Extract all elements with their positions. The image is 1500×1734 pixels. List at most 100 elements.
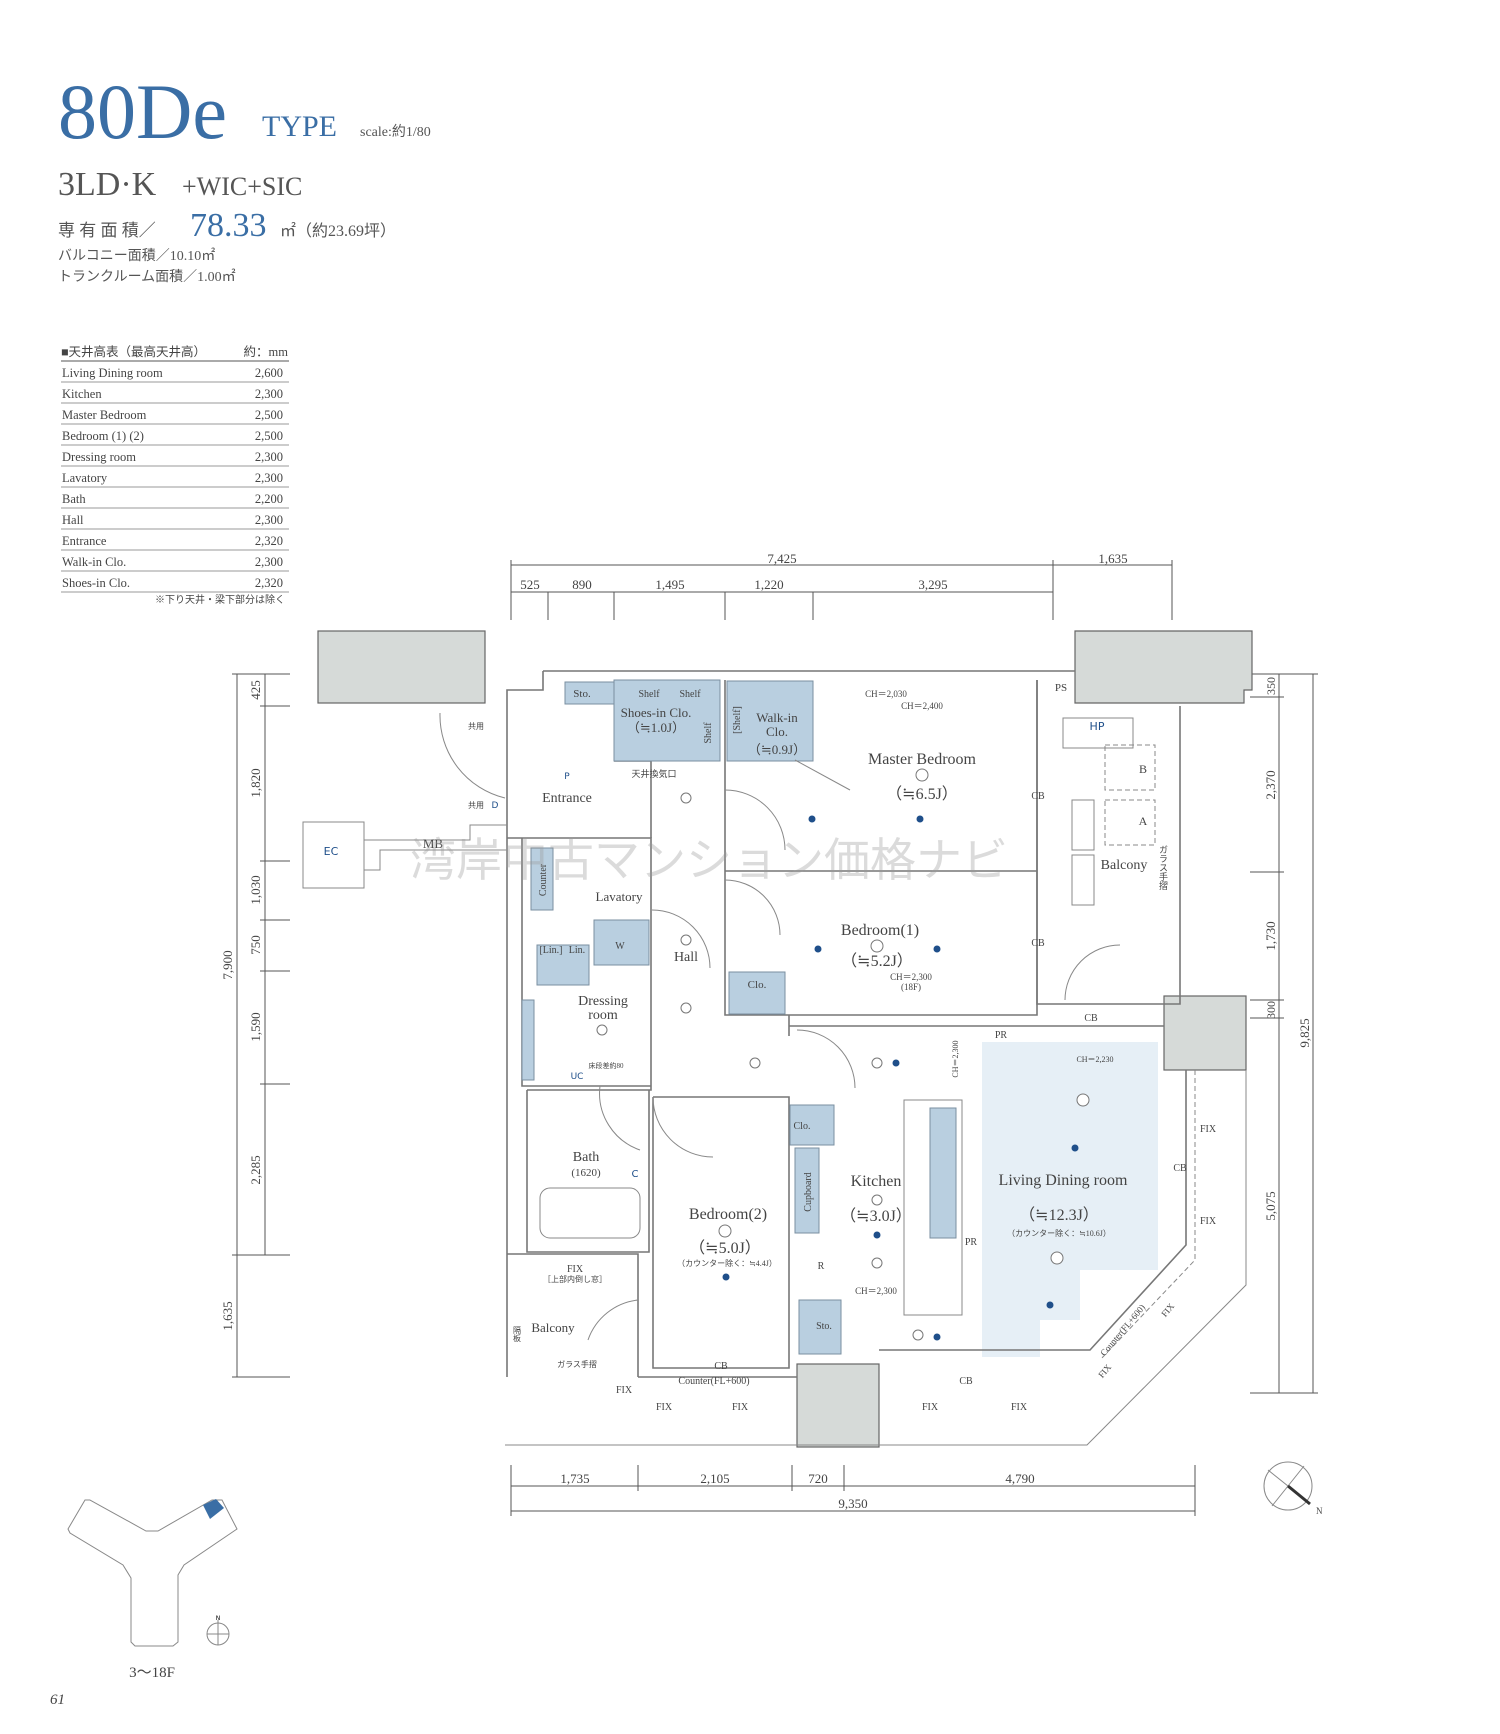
label-fix: FIX (1200, 1124, 1217, 1135)
dim-top: 1,220 (754, 577, 783, 592)
label-glass-rail: ガラス手摺 (1158, 845, 1168, 891)
label-counter: Counter (538, 863, 549, 896)
label-p: P (564, 772, 570, 782)
compass-n: N (1316, 1506, 1323, 1516)
table-row-room: Living Dining room (62, 366, 163, 380)
dim-left-total: 7,900 (220, 950, 235, 979)
dim-top-total: 7,425 (767, 551, 796, 566)
label-shared: 共用 (468, 801, 484, 810)
label-bedroom-2: Bedroom(2) (689, 1206, 767, 1223)
label-ps: PS (1055, 682, 1067, 694)
dim-right-total: 9,825 (1297, 1018, 1312, 1047)
label-lin: Lin. (569, 945, 585, 956)
pillar (1074, 630, 1253, 704)
label-hall: Hall (674, 950, 698, 965)
table-row-value: 2,300 (255, 387, 283, 401)
table-row-room: Dressing room (62, 450, 136, 464)
table-title: ■天井高表（最高天井高） (61, 344, 206, 359)
table-row-room: Bath (62, 492, 86, 506)
label-shoes-in-clo-size: （≒1.0J） (627, 720, 685, 735)
label-master-bedroom-size: （≒6.5J） (886, 785, 958, 803)
dim-top: 890 (572, 577, 592, 592)
label-pr: PR (965, 1237, 978, 1248)
plan-labels: Sto. Shelf Shelf Shelf Shoes-in Clo. （≒1… (324, 682, 1217, 1413)
keyplan-north: N (216, 1615, 221, 1622)
label-ch: CH＝2,300 (855, 1286, 897, 1296)
table-row-value: 2,300 (255, 555, 283, 569)
label-cb: CB (959, 1376, 973, 1387)
label-cb: CB (1173, 1163, 1187, 1174)
dim-bottom: 4,790 (1005, 1471, 1034, 1486)
top-dimensions: 7,425 1,635 525 890 1,495 1,220 3,295 (510, 551, 1173, 620)
label-walk-in: Walk-in (756, 710, 798, 725)
table-note: ※下り天井・梁下部分は除く (155, 593, 285, 606)
bottom-dimensions: 1,735 2,105 720 4,790 9,350 (510, 1465, 1196, 1516)
table-row-value: 2,200 (255, 492, 283, 506)
ceiling-height-table: ■天井高表（最高天井高） 約：mm ※下り天井・梁下部分は除く Living D… (61, 344, 289, 606)
dim-left: 1,030 (248, 875, 263, 904)
dim-bottom: 2,105 (700, 1471, 729, 1486)
table-row-value: 2,600 (255, 366, 283, 380)
dim-top: 1,495 (655, 577, 684, 592)
layout-sub: +WIC+SIC (182, 172, 302, 201)
table-row-room: Hall (62, 513, 84, 527)
label-hp: HP (1090, 720, 1105, 733)
label-18f: (18F) (901, 982, 921, 992)
balcony-area: バルコニー面積／10.10㎡ (58, 248, 215, 264)
label-mb: MB (423, 836, 444, 851)
table-row-room: Shoes-in Clo. (62, 576, 130, 590)
label-ch: CH＝2,030 (865, 689, 907, 699)
pillar (317, 630, 486, 704)
label-w: W (615, 941, 625, 952)
label-ceiling-vent: 天井換気口 (631, 768, 676, 779)
label-kitchen: Kitchen (851, 1173, 902, 1190)
dim-top-right: 1,635 (1098, 551, 1127, 566)
label-b: B (1139, 762, 1147, 776)
label-cb: CB (1031, 938, 1045, 949)
dim-right: 1,730 (1263, 921, 1278, 950)
label-bedroom-1: Bedroom(1) (841, 922, 919, 939)
label-r: R (818, 1261, 825, 1272)
ceiling-lights (596, 768, 1090, 1341)
dim-top: 525 (520, 577, 540, 592)
dim-right: 300 (1264, 1001, 1278, 1019)
label-sto: Sto. (573, 688, 591, 700)
label-counter-fl: Counter(FL+600) (678, 1376, 749, 1387)
label-living-dining: Living Dining room (999, 1172, 1128, 1189)
dim-right: 2,370 (1263, 770, 1278, 799)
label-fix: FIX (1011, 1402, 1028, 1413)
table-row-room: Kitchen (62, 387, 102, 401)
header: 80De TYPE scale:約1/80 3LD·K +WIC+SIC 専 有… (58, 68, 431, 285)
label-ec: EC (324, 845, 339, 858)
dim-right: 5,075 (1263, 1191, 1278, 1220)
label-shelf-bracket: [Shelf] (732, 706, 743, 734)
table-row-value: 2,500 (255, 429, 283, 443)
dim-top: 3,295 (918, 577, 947, 592)
table-unit: 約：mm (244, 344, 289, 359)
dim-left: 1,590 (248, 1012, 263, 1041)
label-cb: CB (714, 1361, 728, 1372)
label-bedroom-2-note: （カウンター除く：≒4.4J） (677, 1258, 777, 1268)
key-plan: N 3〜18F (67, 1499, 238, 1681)
table-row-value: 2,300 (255, 471, 283, 485)
label-ch: CH＝2,230 (1076, 1055, 1113, 1064)
compass-icon: N (1263, 1461, 1323, 1516)
table-row-room: Walk-in Clo. (62, 555, 126, 569)
table-row-room: Entrance (62, 534, 107, 548)
scale-label: scale:約1/80 (360, 124, 431, 140)
label-clo: Clo. (794, 1121, 811, 1132)
dim-left: 2,285 (248, 1155, 263, 1184)
type-word: TYPE (262, 110, 337, 143)
label-room: room (588, 1008, 618, 1023)
label-ch: CH＝2,300 (951, 1040, 960, 1077)
label-fix: FIX (922, 1402, 939, 1413)
label-counter-fl: Counter(FL+600) (1098, 1302, 1147, 1358)
floor-plan: Sto. Shelf Shelf Shelf Shoes-in Clo. （≒1… (302, 630, 1253, 1448)
page-number: 61 (50, 1692, 65, 1708)
table-row-room: Bedroom (1) (2) (62, 429, 144, 443)
watermark: 湾岸中古マンション価格ナビ (410, 833, 1008, 887)
left-dimensions: 425 1,820 1,030 750 1,590 2,285 7,900 1,… (220, 673, 290, 1378)
pillar (796, 1363, 880, 1448)
label-fix: FIX (1200, 1216, 1217, 1227)
right-dimensions: 350 2,370 1,730 300 5,075 9,825 (1250, 673, 1318, 1394)
